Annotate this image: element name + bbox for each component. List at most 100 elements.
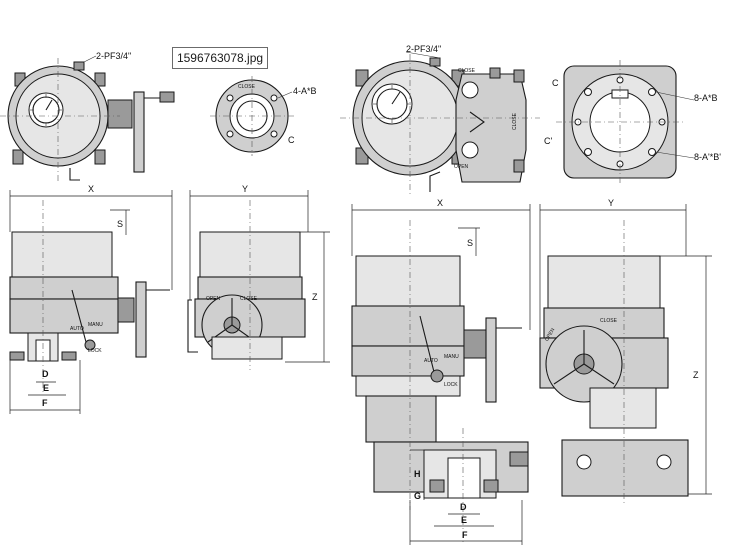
large-gear-bolt-br [513, 159, 525, 173]
large-bolt-label-2: 8-A'*B' [694, 152, 721, 162]
large-gear-bolt-tr [513, 69, 525, 83]
large-bolt-hole-2 [648, 88, 656, 96]
large-gear-indicator [469, 111, 485, 133]
large-dim-f-label: F [462, 530, 468, 540]
small-bolt-leader [277, 91, 293, 99]
large-bolt-leader-2 [655, 151, 695, 159]
small-top-port [73, 61, 85, 71]
small-front-lever-knob [84, 339, 96, 351]
large-top-lever [429, 171, 441, 192]
small-top-lug-tr [94, 72, 106, 87]
large-gear-window-2 [461, 141, 479, 159]
large-bolt-leader-1 [655, 91, 695, 101]
small-dim-e-label: E [43, 383, 49, 393]
small-top-handwheel [133, 91, 145, 173]
large-front-lever-knob [430, 369, 444, 383]
large-gear-close-v: CLOSE [512, 112, 518, 130]
large-front-bore [447, 457, 481, 499]
small-front-gearbox [117, 297, 135, 323]
large-front-gearcase [351, 345, 465, 377]
large-front-lock: LOCK [444, 382, 458, 388]
large-side-spoke-2 [553, 363, 585, 385]
small-top-crank-knob [159, 91, 175, 103]
small-flange-close-text: CLOSE [238, 84, 256, 90]
large-dim-s-label: S [467, 238, 473, 248]
small-side-close: CLOSE [240, 296, 258, 302]
small-dim-y-label: Y [242, 184, 248, 194]
small-side-view: OPEN CLOSE Y Z [187, 184, 330, 370]
small-side-open: OPEN [206, 296, 221, 302]
small-dial-needle [45, 99, 53, 111]
large-gear-window-1 [461, 81, 479, 99]
small-flange-view: CLOSE 4-A*B C [210, 76, 317, 156]
large-c-label: C [552, 78, 559, 88]
large-side-view: OPEN CLOSE Y Z [539, 198, 712, 505]
small-port-label: 2-PF3/4" [96, 51, 131, 61]
large-port-label: 2-PF3/4" [406, 44, 441, 54]
large-front-lever [419, 315, 435, 373]
small-front-lock: LOCK [88, 348, 102, 354]
large-front-foot-l [429, 479, 445, 493]
large-dim-y-label: Y [608, 198, 614, 208]
large-top-lug-tl [355, 69, 369, 87]
large-dim-z-label: Z [693, 370, 699, 380]
small-top-lug-br [94, 149, 106, 165]
small-bolt-hole-2 [270, 94, 278, 102]
large-dim-x-label: X [437, 198, 443, 208]
large-bolt-hole-4 [648, 148, 656, 156]
small-front-view: AUTO MANU LOCK X S D E F [9, 184, 173, 414]
large-gear-open-text: OPEN [454, 164, 469, 170]
small-bolt-hole-1 [226, 94, 234, 102]
large-bolt-label-1: 8-A*B [694, 93, 718, 103]
small-front-foot-r [61, 351, 77, 361]
small-top-lever [69, 168, 80, 181]
small-c-label: C [288, 135, 295, 145]
large-side-spoke-3 [583, 363, 615, 385]
small-bolt-hole-3 [226, 130, 234, 138]
large-front-view: AUTO MANU LOCK X S H G D E F [351, 198, 531, 545]
small-dim-s-label: S [117, 219, 123, 229]
large-front-side-bolt [509, 451, 529, 467]
large-dim-h-label: H [414, 469, 421, 479]
large-dim-g-label: G [414, 491, 421, 501]
large-side-close: CLOSE [600, 318, 618, 324]
small-top-view: 2-PF3/4" [0, 51, 175, 182]
large-front-foot-r [483, 479, 499, 493]
large-gear-close-text: CLOSE [458, 68, 476, 74]
large-front-handwheel [485, 317, 497, 403]
small-front-cover [11, 231, 113, 278]
small-front-foot-l [9, 351, 25, 361]
large-dim-d-label: D [460, 502, 467, 512]
small-top-gear-box [107, 99, 133, 129]
large-front-auto: AUTO [424, 358, 438, 364]
large-front-manu: MANU [444, 354, 459, 360]
small-port-leader [83, 55, 97, 63]
small-dim-d-label: D [42, 369, 49, 379]
small-front-gearcase [9, 298, 119, 334]
large-bolt-hole-3 [584, 148, 592, 156]
small-side-base [211, 336, 283, 360]
image-filename-tag: 1596763078.jpg [172, 47, 268, 69]
small-front-manu: MANU [88, 322, 103, 328]
small-front-housing [9, 276, 119, 300]
small-bolt-label: 4-A*B [293, 86, 317, 96]
large-side-cover [547, 255, 661, 309]
small-dim-f-label: F [42, 398, 48, 408]
small-top-lug-bl [12, 149, 24, 165]
large-flange-view: C C' 8-A*B 8-A'*B' [544, 60, 721, 186]
large-side-bolt-r [656, 454, 672, 470]
large-bolt-hole-1 [584, 88, 592, 96]
large-top-view: CLOSE OPEN CLOSE 2-PF3/4" [340, 44, 540, 195]
large-dim-e-label: E [461, 515, 467, 525]
large-front-cover [355, 255, 461, 307]
small-dim-x-label: X [88, 184, 94, 194]
large-c2-label: C' [544, 136, 552, 146]
small-front-auto: AUTO [70, 326, 84, 332]
small-front-lever [71, 289, 87, 343]
large-side-neck [589, 387, 657, 429]
large-front-housing [351, 305, 465, 347]
large-front-gearbox [463, 329, 487, 359]
large-top-port [429, 57, 441, 67]
large-side-bolt-l [576, 454, 592, 470]
